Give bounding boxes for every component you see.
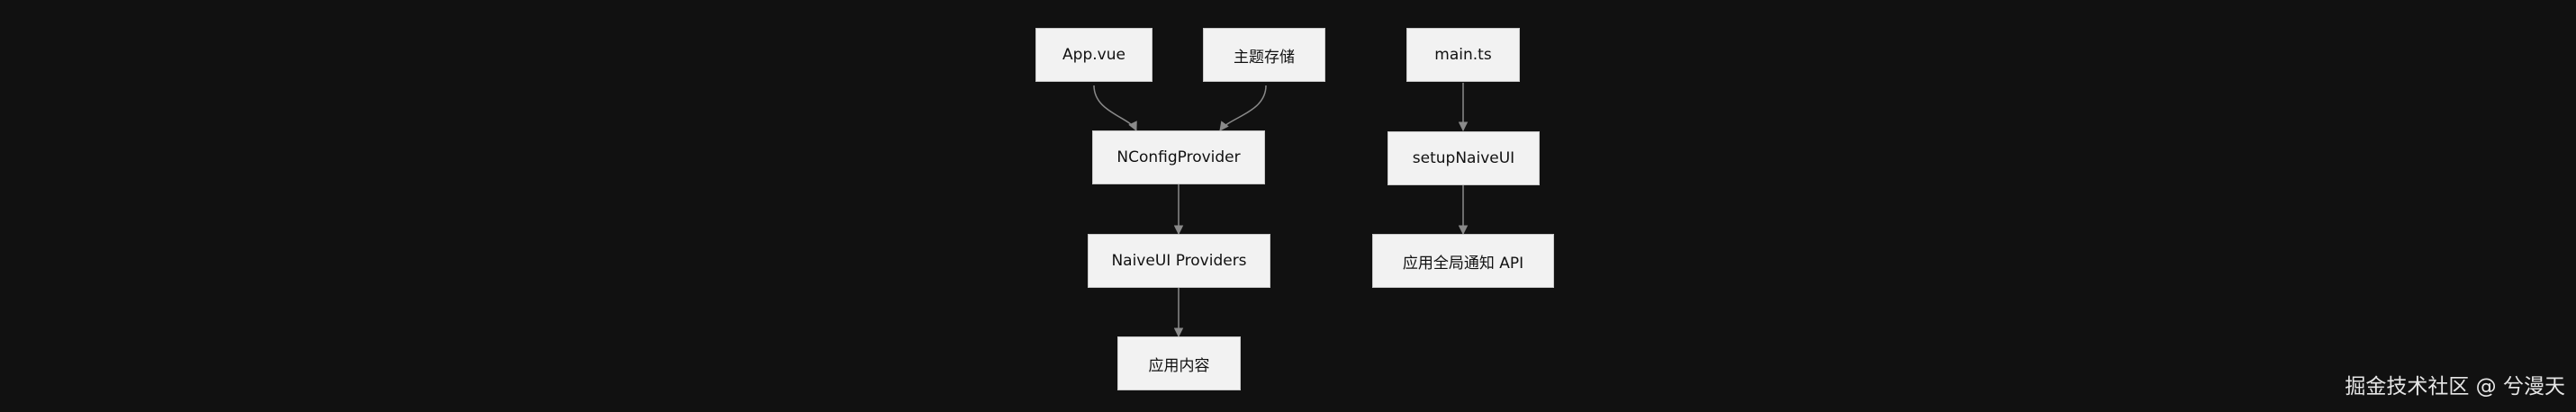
node-main-ts: main.ts bbox=[1406, 28, 1520, 82]
node-app-vue: App.vue bbox=[1035, 28, 1152, 82]
node-app-content: 应用内容 bbox=[1117, 336, 1241, 390]
node-naive-ui-providers: NaiveUI Providers bbox=[1088, 234, 1270, 288]
node-nconfig-provider: NConfigProvider bbox=[1092, 130, 1265, 184]
node-setup-naive-ui: setupNaiveUI bbox=[1387, 131, 1540, 185]
watermark: 掘金技术社区 @ 兮漫天 bbox=[2345, 375, 2565, 399]
node-global-notify-api: 应用全局通知 API bbox=[1372, 234, 1554, 288]
edge-theme-store-to-nconfig-provider bbox=[1219, 85, 1267, 131]
node-theme-store: 主题存储 bbox=[1203, 28, 1325, 82]
edge-app-vue-to-nconfig-provider bbox=[1093, 85, 1137, 131]
